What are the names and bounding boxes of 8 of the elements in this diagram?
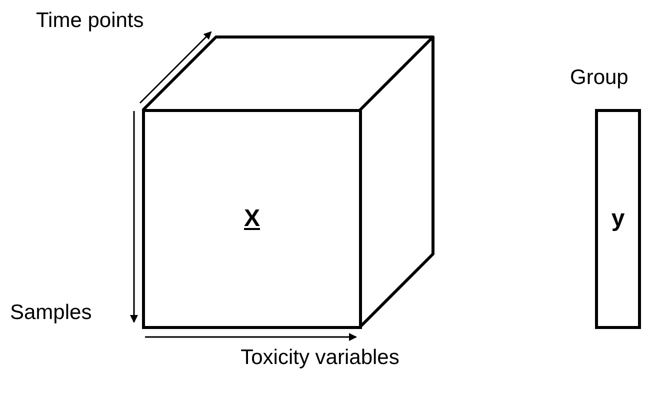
cube-front-face	[142, 109, 362, 329]
axis-label: Time points	[36, 8, 145, 34]
vector-symbol: y	[611, 204, 625, 234]
axis-label: Toxicity variables	[240, 345, 400, 371]
matrix-symbol: X	[244, 204, 260, 234]
column-heading: Group	[570, 65, 630, 91]
vector-box	[595, 109, 641, 329]
axis-label: Samples	[10, 300, 93, 326]
